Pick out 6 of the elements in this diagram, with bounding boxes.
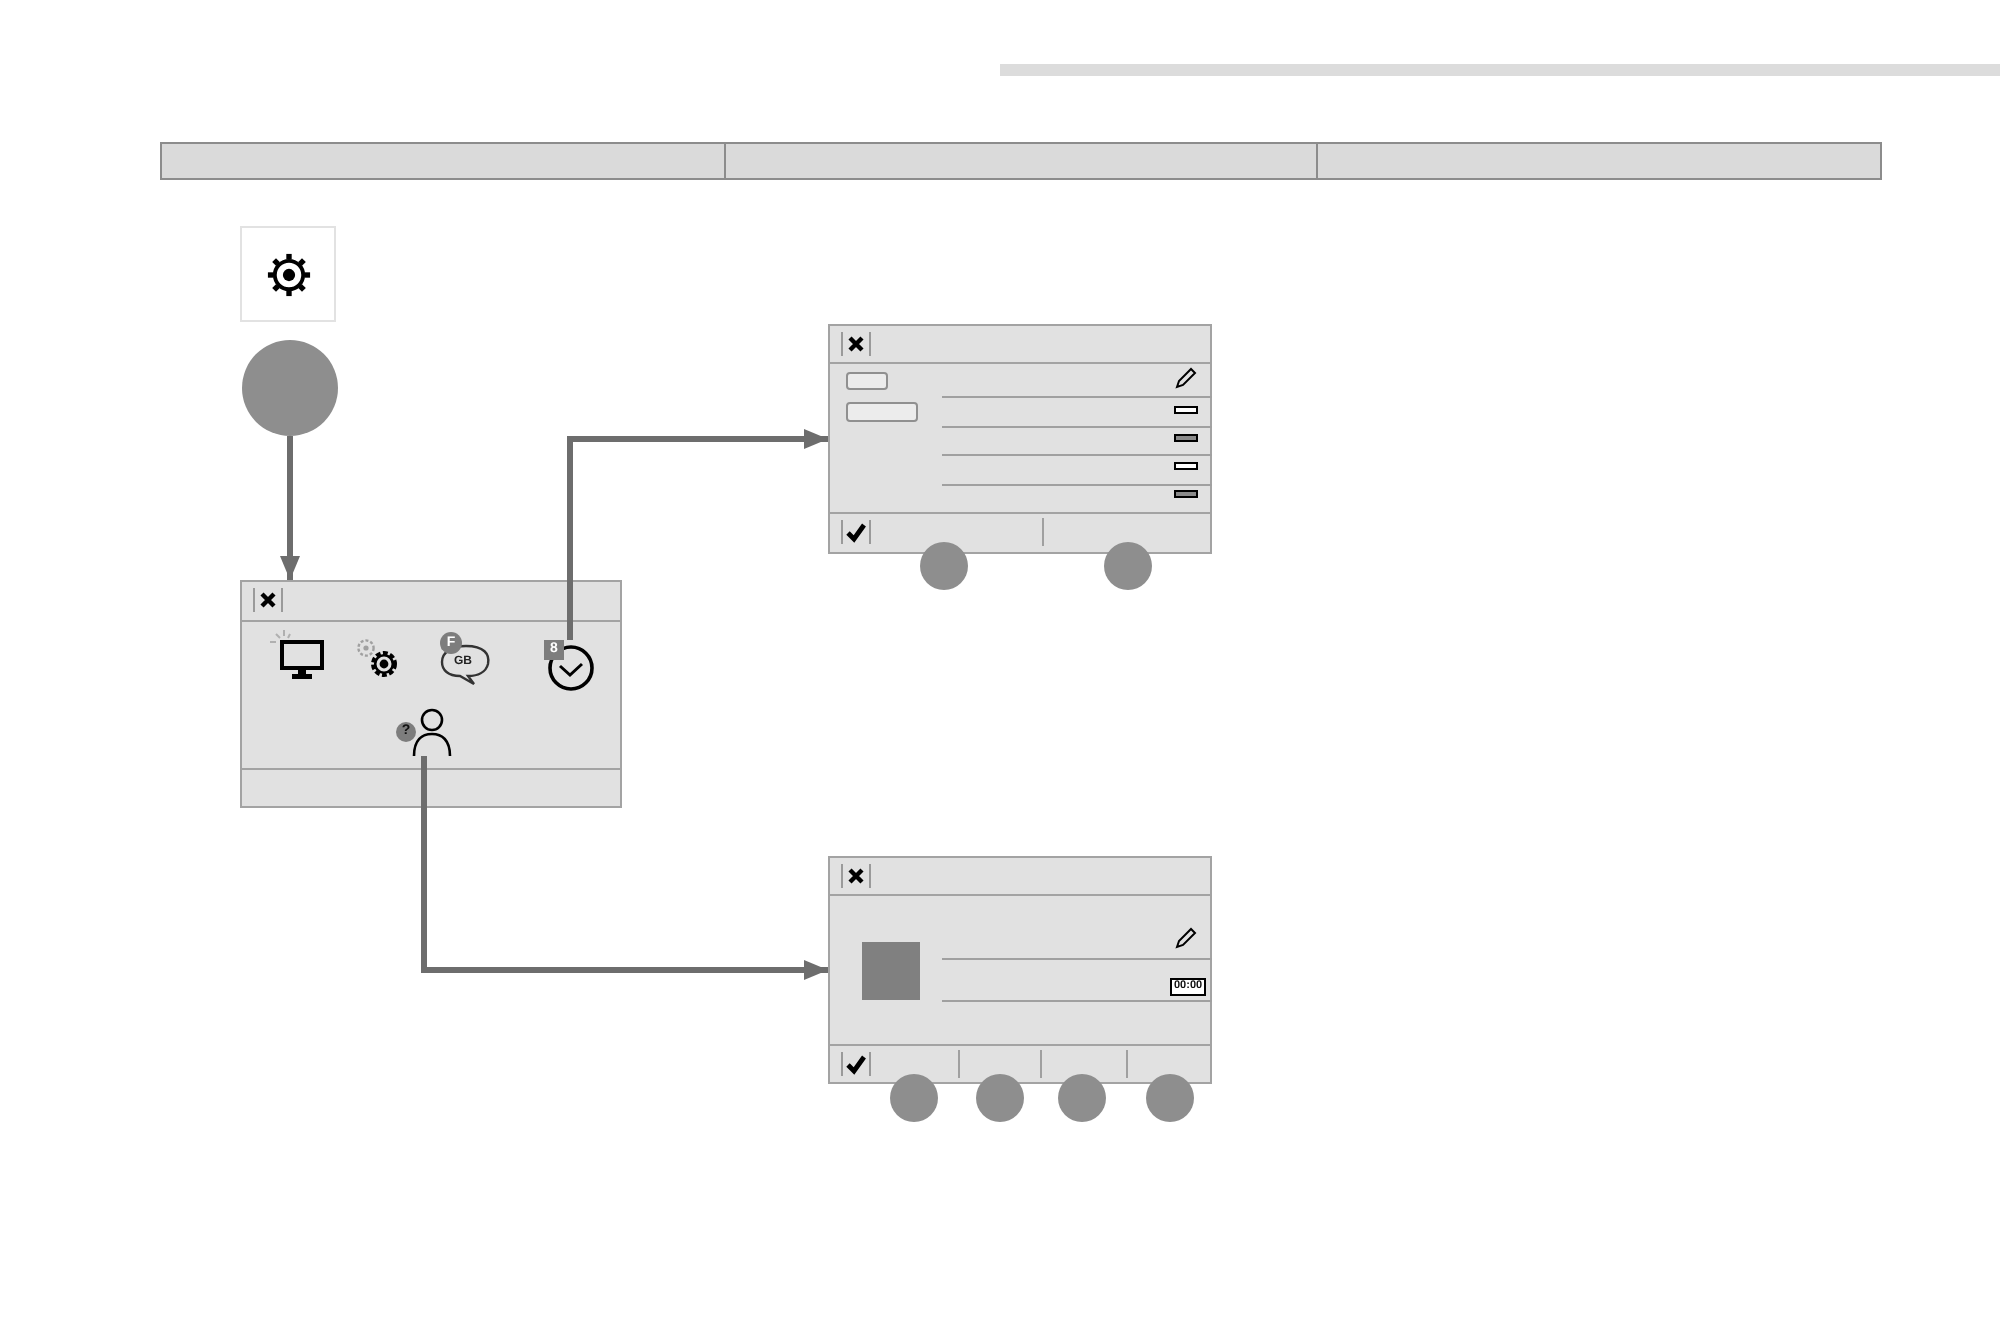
arrow	[280, 436, 300, 580]
arrow	[421, 756, 828, 980]
screen-panel	[240, 580, 622, 808]
screen-panel	[828, 324, 1212, 554]
arrow	[567, 429, 828, 640]
screen-panel	[828, 856, 1212, 1084]
